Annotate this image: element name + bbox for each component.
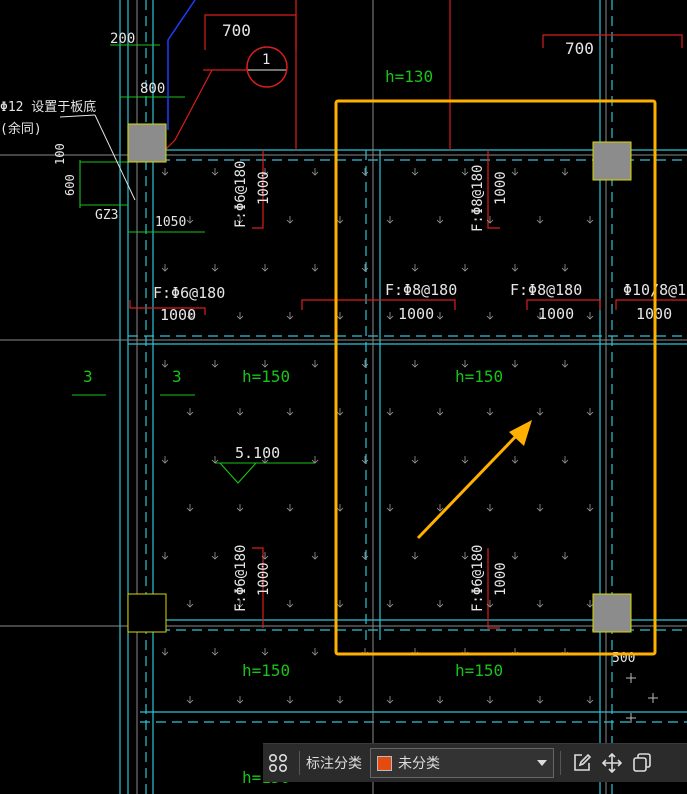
rebar-v4: F:Φ6@180: [470, 545, 486, 612]
slab-h150-a: h=150: [242, 367, 290, 386]
rebar-h3: F:Φ8@180: [510, 281, 582, 299]
category-value: 未分类: [398, 756, 440, 772]
rebar-h1-len: 1000: [160, 306, 196, 324]
grid-icon[interactable]: [263, 748, 293, 778]
dim-200: 200: [110, 31, 135, 47]
section-mark: 1: [262, 52, 270, 68]
copy-icon[interactable]: [627, 748, 657, 778]
slab-h150-d: h=150: [455, 661, 503, 680]
elevation-label: 5.100: [235, 444, 280, 462]
rebar-v2-len: 1000: [493, 171, 509, 205]
category-label: 标注分类: [306, 756, 362, 772]
annotation-rectangle[interactable]: [334, 99, 657, 656]
rebar-v3-len: 1000: [256, 562, 272, 596]
rebar-h3-len: 1000: [538, 305, 574, 323]
grid-mark-1: 3: [83, 367, 93, 386]
dim-1050: 1050: [155, 215, 186, 230]
dim-700-right: 700: [565, 39, 594, 58]
annotation-arrow[interactable]: [416, 420, 532, 540]
rebar-h2: F:Φ8@180: [385, 281, 457, 299]
rebar-v1-len: 1000: [256, 171, 272, 205]
column-tag: GZ3: [95, 208, 118, 223]
slab-h150-b: h=150: [455, 367, 503, 386]
edit-icon[interactable]: [567, 748, 597, 778]
move-icon[interactable]: [597, 748, 627, 778]
dim-600: 600: [63, 174, 77, 196]
rebar-v1: F:Φ6@180: [233, 161, 249, 228]
rebar-v2: F:Φ8@180: [470, 165, 486, 232]
category-color-swatch: [377, 755, 392, 771]
category-select[interactable]: 未分类: [370, 748, 554, 778]
dim-700-left: 700: [222, 21, 251, 40]
toolbar-divider: [560, 751, 561, 775]
rebar-v4-len: 1000: [493, 562, 509, 596]
grid-mark-2: 3: [172, 367, 182, 386]
note-line-1: Φ12 设置于板底: [0, 99, 96, 115]
note-line-2: (余同): [0, 121, 42, 137]
dim-100: 100: [53, 143, 67, 165]
annotation-toolbar: 标注分类 未分类: [263, 743, 687, 782]
slab-h130: h=130: [385, 67, 433, 86]
toolbar-divider: [299, 751, 300, 775]
rebar-v3: F:Φ6@180: [233, 545, 249, 612]
chevron-down-icon: [537, 760, 547, 766]
slab-h150-c: h=150: [242, 661, 290, 680]
rebar-h1: F:Φ6@180: [153, 284, 225, 302]
rebar-h2-len: 1000: [398, 305, 434, 323]
dim-800: 800: [140, 81, 165, 97]
